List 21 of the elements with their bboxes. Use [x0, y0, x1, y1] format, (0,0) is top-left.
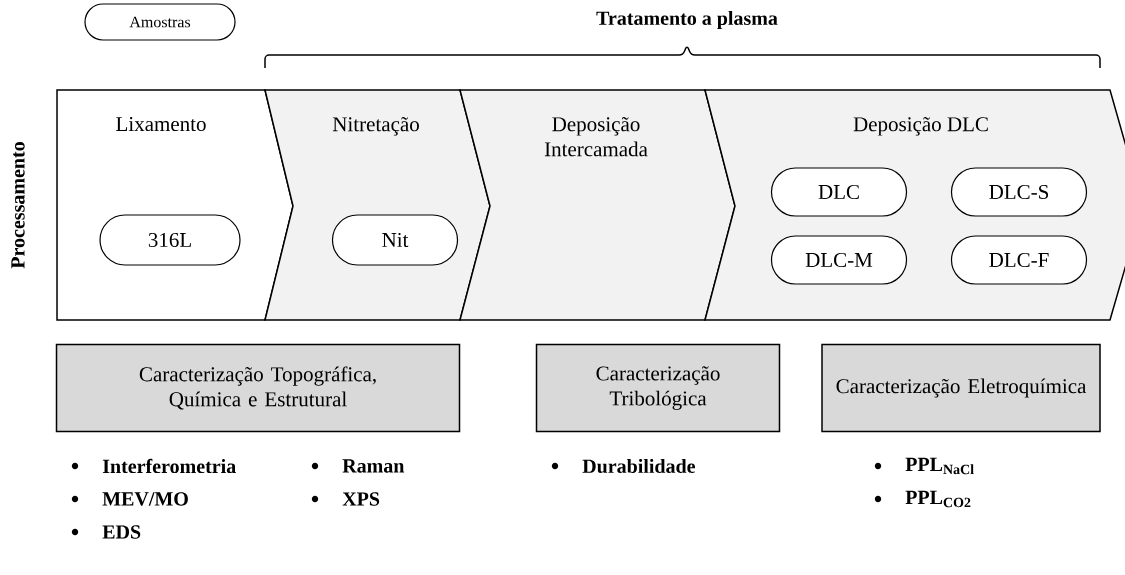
- axis-label: Processamento: [11, 142, 25, 269]
- node-label: Deposição DLC: [853, 117, 988, 136]
- bullet-item: MEV/MO: [71, 492, 188, 506]
- sample-pill: DLC: [770, 167, 908, 217]
- characterization-box: Caracterização Tribológica: [535, 343, 781, 433]
- characterization-box: Caracterização Eletroquímica: [821, 343, 1101, 433]
- sample-pill: DLC-F: [950, 235, 1088, 285]
- bullet-item: XPS: [311, 492, 380, 506]
- bullet-item: Raman: [311, 459, 405, 473]
- bullet-item: PPL$_{NaCl}$: [874, 457, 974, 475]
- bullet-item: EDS: [71, 525, 141, 539]
- bullet-item: PPL$_{CO2}$: [874, 490, 971, 508]
- sample-pill: DLC-M: [770, 235, 908, 285]
- bracket-label: Tratamento a plasma: [596, 10, 778, 30]
- bullet-item: Interferometria: [71, 458, 236, 474]
- sample-pill: Nit: [331, 214, 459, 266]
- bullet-item: Durabilidade: [551, 458, 696, 474]
- sample-pill: Amostras: [84, 3, 236, 41]
- sample-pill: 316L: [99, 214, 241, 266]
- sample-pill: DLC-S: [950, 167, 1088, 217]
- characterization-box: Caracterização Topográfica, Química e Estrutural: [55, 343, 461, 433]
